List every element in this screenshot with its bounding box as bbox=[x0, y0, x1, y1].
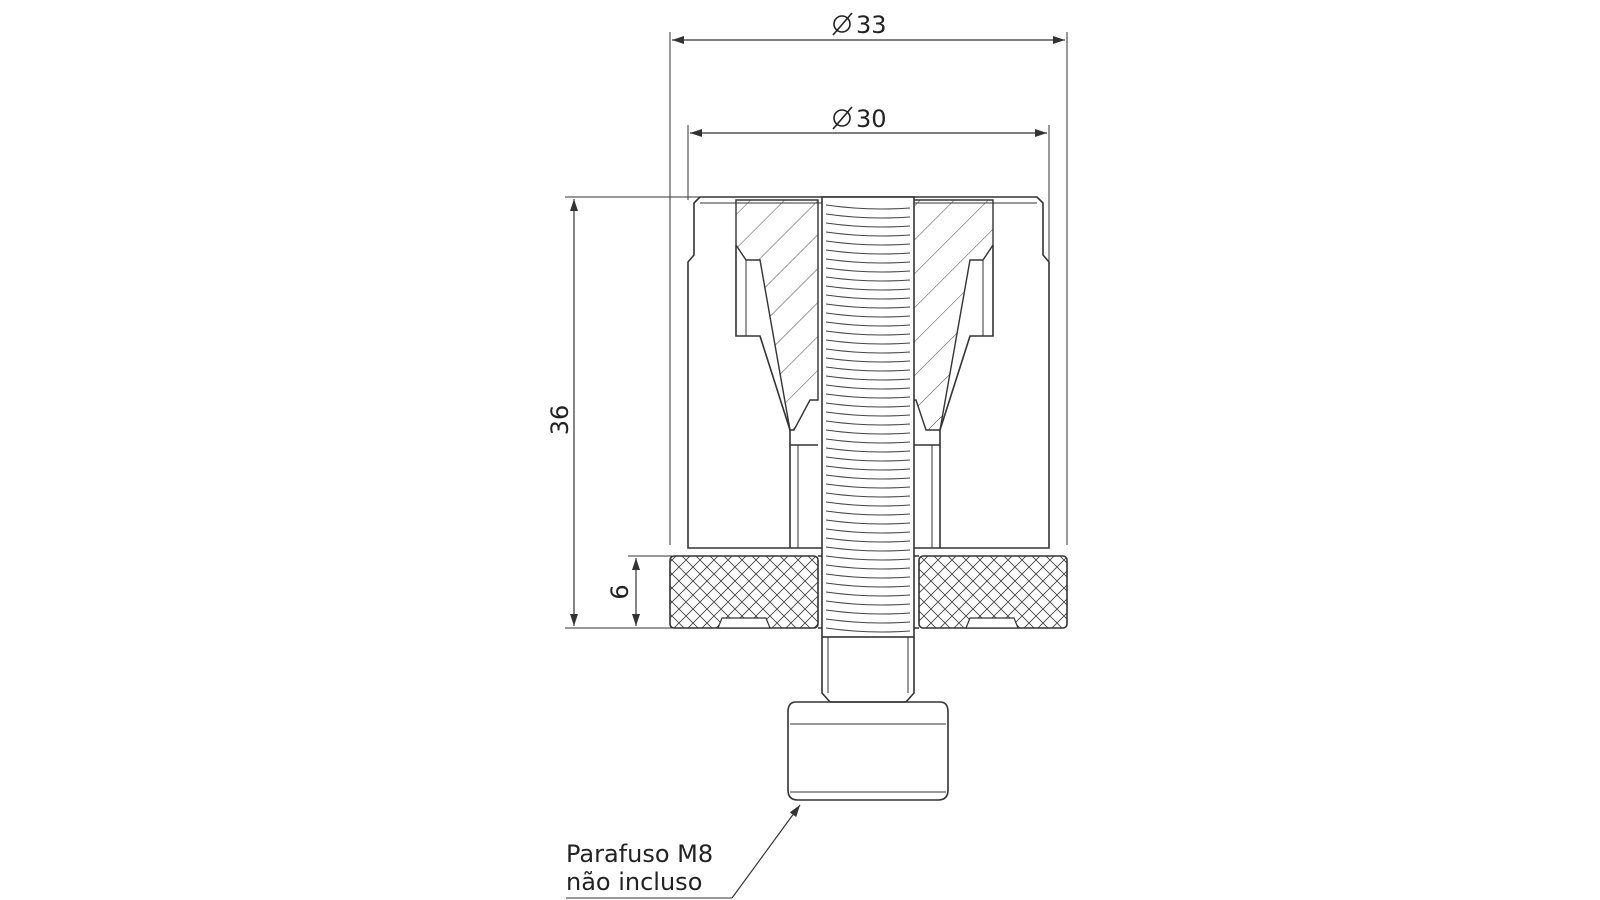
inner-diameter-value: 30 bbox=[856, 105, 887, 133]
thread-line bbox=[825, 474, 911, 480]
thread-line bbox=[825, 240, 911, 246]
screw-neck bbox=[821, 637, 915, 703]
thread-line bbox=[825, 564, 911, 570]
thread-line bbox=[825, 303, 911, 309]
insert-section-left bbox=[735, 199, 819, 431]
thread-line bbox=[825, 492, 911, 498]
dim-total-height: 36 bbox=[546, 196, 706, 629]
base-left bbox=[669, 555, 819, 629]
dim-outer-diameter: 33 bbox=[669, 11, 1068, 545]
base-groove-right bbox=[965, 617, 1019, 629]
note-line-2: não incluso bbox=[566, 868, 702, 896]
thread-line bbox=[825, 231, 911, 237]
thread-line bbox=[825, 420, 911, 426]
screw-head bbox=[787, 701, 949, 801]
thread-line bbox=[825, 393, 911, 399]
thread-line bbox=[825, 609, 911, 615]
inner-insert bbox=[735, 199, 994, 548]
outer-diameter-value: 33 bbox=[856, 11, 887, 39]
housing-outline bbox=[687, 196, 1050, 549]
note-line-1: Parafuso M8 bbox=[566, 840, 713, 868]
thread-line bbox=[825, 204, 911, 210]
thread-line bbox=[825, 330, 911, 336]
total-height-value: 36 bbox=[546, 405, 574, 436]
thread-line bbox=[825, 258, 911, 264]
thread-line bbox=[825, 456, 911, 462]
thread-line bbox=[825, 600, 911, 606]
screw-head-outline bbox=[787, 701, 949, 801]
thread-line bbox=[825, 276, 911, 282]
thread-lines bbox=[825, 204, 911, 633]
thread-line bbox=[825, 537, 911, 543]
thread-line bbox=[825, 267, 911, 273]
thread-line bbox=[825, 591, 911, 597]
diameter-symbol-icon bbox=[832, 12, 853, 36]
screw-shaft bbox=[821, 196, 915, 703]
base-groove-left bbox=[717, 617, 771, 629]
insert-section-right bbox=[905, 199, 994, 431]
dim-base-height: 6 bbox=[606, 555, 672, 626]
thread-line bbox=[825, 465, 911, 471]
thread-line bbox=[825, 582, 911, 588]
thread-line bbox=[825, 573, 911, 579]
thread-line bbox=[825, 348, 911, 354]
thread-line bbox=[825, 402, 911, 408]
thread-line bbox=[825, 411, 911, 417]
thread-line bbox=[825, 555, 911, 561]
thread-line bbox=[825, 546, 911, 552]
thread-line bbox=[825, 627, 911, 633]
thread-line bbox=[825, 519, 911, 525]
thread-line bbox=[825, 357, 911, 363]
thread-line bbox=[825, 249, 911, 255]
thread-line bbox=[825, 384, 911, 390]
thread-line bbox=[825, 447, 911, 453]
thread-line bbox=[825, 510, 911, 516]
thread-line bbox=[825, 285, 911, 291]
thread-line bbox=[825, 339, 911, 345]
base-height-value: 6 bbox=[606, 584, 634, 599]
thread-line bbox=[825, 501, 911, 507]
thread-line bbox=[825, 618, 911, 624]
thread-line bbox=[825, 438, 911, 444]
knurled-base bbox=[669, 555, 1068, 629]
thread-line bbox=[825, 429, 911, 435]
base-right bbox=[918, 555, 1068, 629]
diameter-symbol-icon bbox=[832, 106, 853, 130]
thread-line bbox=[825, 213, 911, 219]
thread-line bbox=[825, 375, 911, 381]
thread-line bbox=[825, 312, 911, 318]
thread-line bbox=[825, 222, 911, 228]
thread-line bbox=[825, 366, 911, 372]
screw-note: Parafuso M8 não incluso bbox=[566, 804, 801, 899]
leader-line bbox=[731, 804, 801, 899]
thread-line bbox=[825, 528, 911, 534]
inner-sleeve bbox=[789, 445, 941, 548]
thread-line bbox=[825, 294, 911, 300]
thread-line bbox=[825, 483, 911, 489]
thread-body bbox=[821, 196, 915, 638]
thread-line bbox=[825, 321, 911, 327]
